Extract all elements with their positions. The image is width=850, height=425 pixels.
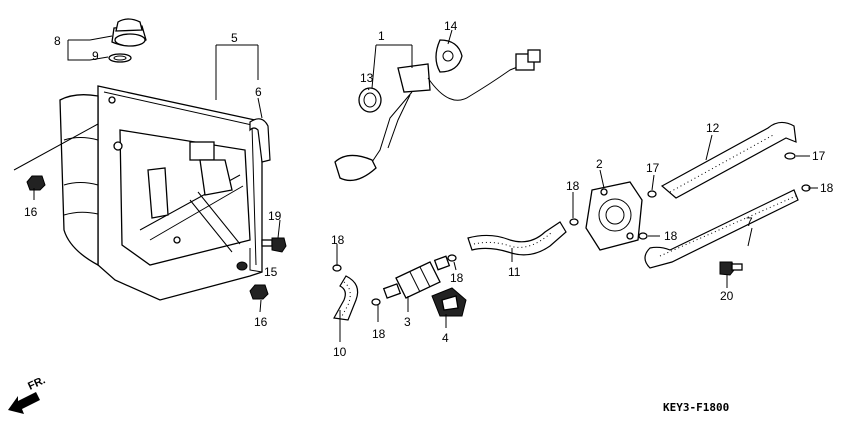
callout-18-a: 18 xyxy=(331,233,345,247)
callout-3: 3 xyxy=(404,315,411,329)
callout-19: 19 xyxy=(268,209,282,223)
hose-clips xyxy=(332,184,811,306)
callout-18-e: 18 xyxy=(664,229,678,243)
callout-20: 20 xyxy=(720,289,734,303)
direction-label: FR. xyxy=(26,374,47,392)
bolt-20 xyxy=(719,261,743,276)
fuel-hose-12 xyxy=(660,121,797,199)
nut-16-right xyxy=(249,284,269,300)
callout-16-left: 16 xyxy=(24,205,38,219)
callout-18-d: 18 xyxy=(566,179,580,193)
callout-1: 1 xyxy=(378,29,385,43)
callout-16-right: 16 xyxy=(254,315,268,329)
callout-13: 13 xyxy=(360,71,374,85)
breather-tube xyxy=(249,118,271,163)
fuel-cap xyxy=(111,18,147,47)
set-plate xyxy=(435,39,463,73)
callout-15: 15 xyxy=(264,265,278,279)
callout-8: 8 xyxy=(54,34,61,48)
bolt-19 xyxy=(261,237,287,253)
sender-packing xyxy=(358,87,382,113)
callout-17-b: 17 xyxy=(812,149,826,163)
hose-clamps-17 xyxy=(647,152,796,198)
fuel-tank xyxy=(59,85,263,301)
cap-gasket xyxy=(108,53,132,63)
fuel-hose-11 xyxy=(467,221,567,256)
callout-18-b: 18 xyxy=(372,327,386,341)
callout-9: 9 xyxy=(92,49,99,63)
fuel-gauge-sender xyxy=(334,49,541,182)
fuel-hose-10 xyxy=(333,275,359,321)
diagram-code: KEY3-F1800 xyxy=(663,401,729,414)
callout-4: 4 xyxy=(442,331,449,345)
callout-5: 5 xyxy=(231,31,238,45)
callout-2: 2 xyxy=(596,157,603,171)
grommet-15 xyxy=(236,261,248,271)
fuel-hose-7 xyxy=(644,189,799,269)
callout-7: 7 xyxy=(746,215,753,229)
callout-6: 6 xyxy=(255,85,262,99)
callout-11: 11 xyxy=(508,265,521,279)
callout-14: 14 xyxy=(444,19,458,33)
fuel-filter xyxy=(382,255,451,299)
callout-12: 12 xyxy=(706,121,720,135)
callout-18-f: 18 xyxy=(820,181,834,195)
callout-17-a: 17 xyxy=(646,161,660,175)
front-direction-arrow: FR. xyxy=(8,374,47,414)
leader-lines xyxy=(13,29,818,342)
nut-16-left xyxy=(26,175,46,191)
callout-18-c: 18 xyxy=(450,271,464,285)
fuel-pump xyxy=(585,181,643,251)
callout-10: 10 xyxy=(333,345,347,359)
